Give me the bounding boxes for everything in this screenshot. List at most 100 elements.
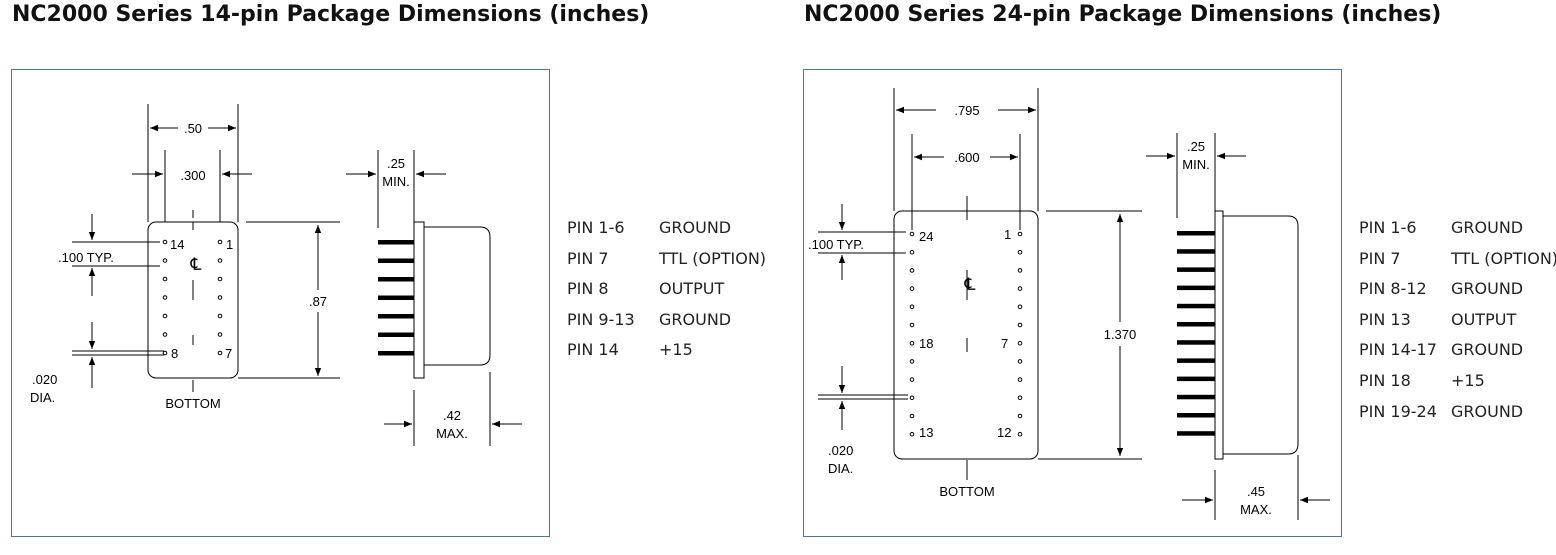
pinout-pin: PIN 1-6 <box>1359 218 1417 237</box>
pin-hole <box>909 413 915 419</box>
pinout-pin: PIN 13 <box>1359 309 1411 329</box>
pinout-function: GROUND <box>1451 401 1524 421</box>
pin-hole <box>162 313 168 319</box>
pin-hole <box>909 231 915 237</box>
pin-lead <box>1177 340 1215 345</box>
pin-label-top-right: 1 <box>1004 227 1011 242</box>
pin-hole <box>162 295 168 300</box>
dim-pitch: .100 TYP. <box>58 250 114 265</box>
bottom-view-body <box>893 210 1039 460</box>
pin-lead <box>1177 413 1215 418</box>
pin-hole <box>217 295 223 300</box>
pin-hole <box>217 258 223 263</box>
pinout-function: +15 <box>1451 371 1485 390</box>
pin-hole <box>217 276 223 282</box>
pin-lead <box>1177 358 1215 363</box>
pin-hole <box>217 239 223 245</box>
centerline-symbol: ℄ <box>964 275 976 294</box>
pin-lead <box>378 295 414 300</box>
pin-lead <box>378 240 414 245</box>
pin-label-top-right: 1 <box>226 237 233 252</box>
pinout-function: TTL (OPTION) <box>1451 248 1556 268</box>
pin-hole <box>1017 249 1023 255</box>
pinout-function: GROUND <box>1451 218 1524 237</box>
title-14-pin: NC2000 Series 14-pin Package Dimensions … <box>12 2 650 27</box>
dim-lead-length-unit: MIN. <box>1182 157 1209 172</box>
pin-hole <box>162 258 168 263</box>
dim-lead-length: .25 <box>387 156 405 171</box>
pinout-function: +15 <box>659 340 693 360</box>
dim-width-inner: .300 <box>180 168 205 183</box>
title-24-pin: NC2000 Series 24-pin Package Dimensions … <box>804 2 1442 27</box>
pin-lead <box>378 351 414 356</box>
pin-label-top-left: 14 <box>170 237 184 252</box>
pinout-function: GROUND <box>1451 279 1524 299</box>
pin-hole <box>162 350 168 356</box>
view-label: BOTTOM <box>939 484 994 499</box>
pin-hole <box>162 276 168 282</box>
pin-hole <box>1017 322 1023 328</box>
pinout-pin: PIN 8-12 <box>1359 279 1427 299</box>
dim-width-outer: .50 <box>184 121 202 136</box>
pin-lead <box>1177 431 1215 436</box>
pin-hole <box>1017 231 1023 237</box>
pin-label-mid-left: 18 <box>919 336 933 351</box>
pin-hole <box>909 359 915 364</box>
pinout-function: GROUND <box>659 218 732 237</box>
pin-holes-24 <box>909 231 1023 437</box>
dim-body-depth-unit: MAX. <box>436 426 468 441</box>
pinout-function: OUTPUT <box>1451 309 1517 329</box>
dim-lead-length-unit: MIN. <box>382 174 409 189</box>
pin-lead <box>1177 303 1215 309</box>
diagram-frame-24-pin <box>803 69 1342 537</box>
pin-hole <box>909 395 915 401</box>
dim-width-outer: .795 <box>954 103 979 118</box>
dim-pin-dia-unit: DIA. <box>828 461 853 476</box>
package-24-pin <box>818 88 1330 520</box>
pin-hole <box>162 239 168 245</box>
dim-pin-dia: .020 <box>32 372 57 387</box>
pin-label-top-left: 24 <box>919 229 933 244</box>
pinout-pin: PIN 19-24 <box>1359 401 1437 421</box>
pin-hole <box>217 332 223 337</box>
pin-hole <box>1017 431 1023 437</box>
dim-lead-length: .25 <box>1187 139 1205 154</box>
pin-lead <box>1177 249 1215 254</box>
pin-hole <box>1017 377 1023 382</box>
dim-height: .87 <box>309 294 327 309</box>
pinout-pin: PIN 14-17 <box>1359 340 1437 360</box>
pin-hole <box>217 350 223 356</box>
pinout-pin: PIN 18 <box>1359 371 1411 390</box>
pinout-function: GROUND <box>1451 340 1524 360</box>
dim-pin-dia-unit: DIA. <box>30 390 55 405</box>
pinout-pin: PIN 7 <box>1359 248 1401 268</box>
pinout-pin: PIN 7 <box>567 248 609 268</box>
dim-body-depth-unit: MAX. <box>1240 502 1272 517</box>
side-view-body <box>424 226 491 366</box>
dim-pitch: .100 TYP. <box>808 237 864 252</box>
pin-hole <box>1017 359 1023 364</box>
dim-body-depth: .42 <box>443 408 461 423</box>
pin-label-mid-right: 7 <box>1001 336 1008 351</box>
pin-hole <box>1017 340 1023 346</box>
pin-hole <box>162 332 168 337</box>
pin-hole <box>909 377 915 382</box>
dim-width-inner: .600 <box>954 150 979 165</box>
leads-14 <box>378 240 414 356</box>
pin-hole <box>909 431 915 437</box>
pin-lead <box>378 258 414 263</box>
pin-hole <box>1017 395 1023 401</box>
pin-hole <box>909 340 915 346</box>
pin-hole <box>909 268 915 273</box>
pin-lead <box>378 332 414 337</box>
pin-hole <box>909 286 915 291</box>
pin-lead <box>1177 267 1215 272</box>
pinout-function: TTL (OPTION) <box>659 248 767 268</box>
pin-lead <box>1177 394 1215 400</box>
pinout-pin: PIN 9-13 <box>567 309 635 329</box>
pin-label-bottom-left: 8 <box>171 346 178 361</box>
pin-hole <box>909 249 915 255</box>
pin-lead <box>378 277 414 282</box>
